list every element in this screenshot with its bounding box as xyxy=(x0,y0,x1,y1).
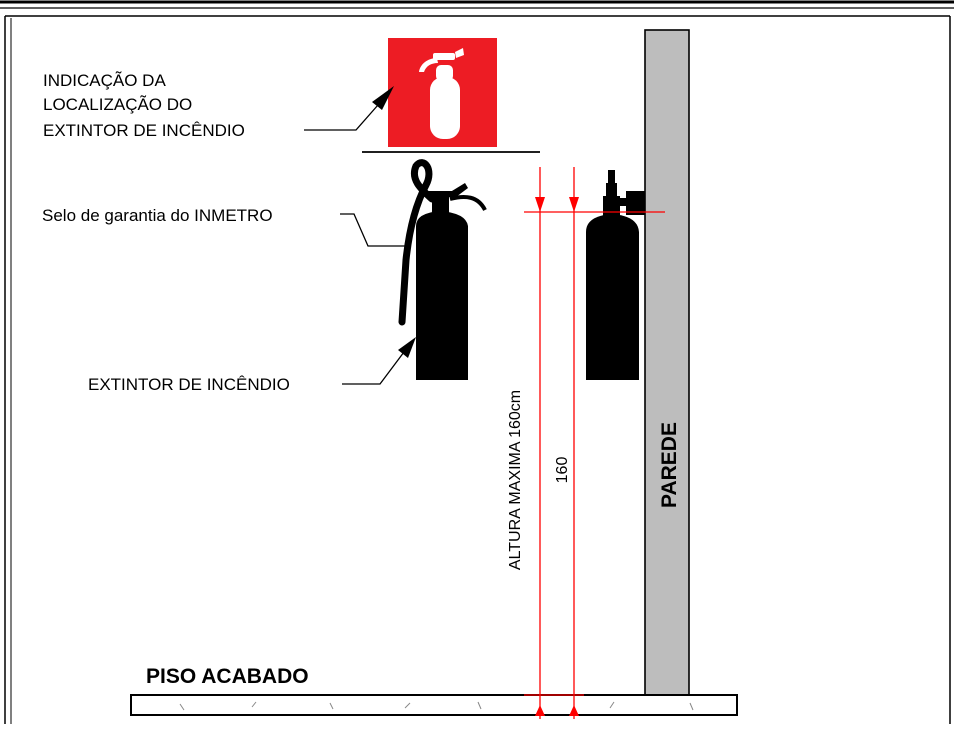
extinguisher-hose xyxy=(398,159,436,326)
max-height-label: ALTURA MAXIMA 160cm xyxy=(507,390,524,570)
leader-arrowheads xyxy=(372,86,416,358)
floor-label: PISO ACABADO xyxy=(146,665,309,688)
sign-label-line-2: LOCALIZAÇÃO DO xyxy=(43,95,192,114)
sign-label-line-1: INDICAÇÃO DA xyxy=(43,71,166,90)
extinguisher-front-view xyxy=(398,159,487,380)
side-cylinder xyxy=(586,214,639,380)
dimension-value: 160 xyxy=(554,457,571,484)
wall-label: PAREDE xyxy=(658,422,681,508)
extinguisher-cylinder xyxy=(416,211,468,380)
leader-lines xyxy=(304,104,408,385)
extinguisher-sign xyxy=(388,38,497,147)
extinguisher-label: EXTINTOR DE INCÊNDIO xyxy=(88,375,290,394)
inmetro-seal-label: Selo de garantia do INMETRO xyxy=(42,206,273,225)
sign-indication-label: INDICAÇÃO DA LOCALIZAÇÃO DO EXTINTOR DE … xyxy=(43,71,245,140)
fire-extinguisher-icon xyxy=(419,48,464,139)
dimension-arrows xyxy=(535,197,579,716)
sign-label-line-3: EXTINTOR DE INCÊNDIO xyxy=(43,121,245,140)
wall xyxy=(644,29,690,696)
extinguisher-side-view xyxy=(586,170,645,380)
dimension-lines xyxy=(524,167,665,719)
finished-floor xyxy=(130,694,738,716)
